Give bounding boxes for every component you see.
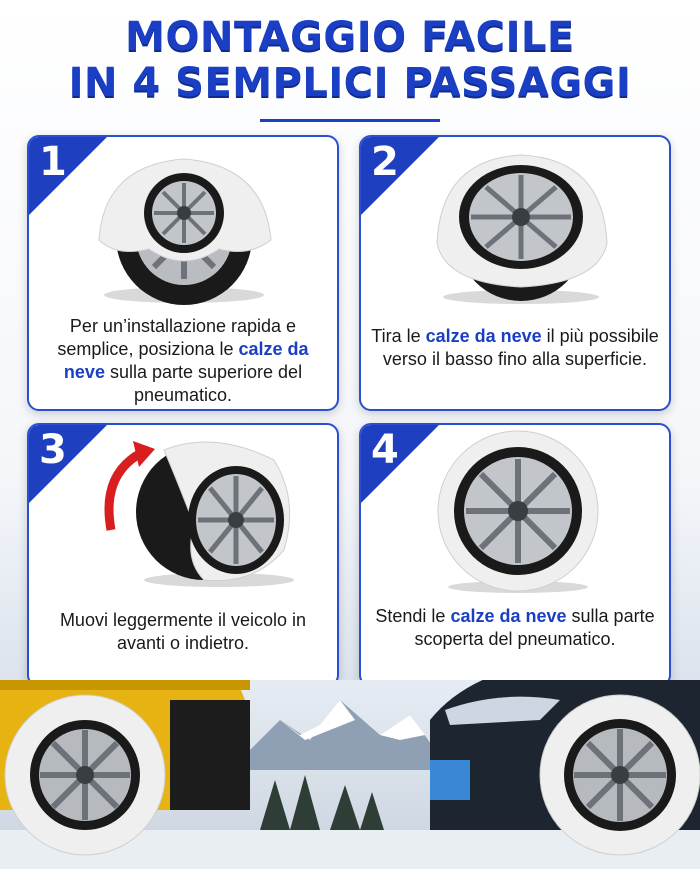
winter-cars-scene	[0, 680, 700, 869]
step-caption: Muovi leggermente il veicolo in avanti o…	[39, 609, 327, 655]
step-number: 1	[39, 139, 67, 185]
caption-highlight: calze da neve	[450, 606, 567, 626]
wheel-sock-rolling-illustration	[136, 441, 294, 587]
caption-text: il più possibile verso il basso fino all…	[382, 326, 659, 369]
step-number-badge	[29, 137, 107, 215]
step-caption: Tira le calze da neve il più possibile v…	[371, 325, 659, 371]
step-caption: Stendi le calze da neve sulla parte scop…	[371, 605, 659, 651]
step-card-4: 4 Stendi le calze da neve sulla parte sc…	[359, 423, 671, 687]
step-number: 2	[371, 139, 399, 185]
wheel-sock-top-illustration	[98, 158, 272, 305]
headline-line1: MONTAGGIO FACILE	[125, 14, 575, 60]
step-number: 4	[371, 427, 399, 473]
caption-text: Per un’installazione rapida e semplice, …	[57, 316, 297, 359]
step-number-badge	[29, 425, 107, 503]
caption-text: Stendi le	[375, 606, 451, 626]
caption-text: Tira le	[371, 326, 426, 346]
headline-line2: IN 4 SEMPLICI PASSAGGI	[68, 60, 632, 106]
caption-text: sulla parte scoperta del pneumatico.	[414, 606, 655, 649]
caption-highlight: calze da neve	[425, 326, 542, 346]
step-caption: Per un’installazione rapida e semplice, …	[39, 315, 327, 407]
caption-text: Muovi leggermente il veicolo in avanti o…	[59, 610, 307, 653]
step-card-2: 2 Tira le calze da neve il più possibile…	[359, 135, 671, 411]
title-divider	[260, 119, 440, 122]
step-card-3: 3 Muovi leggermente il veicolo in avanti…	[27, 423, 339, 687]
step-card-1: 1 Per un’installazione rapida e semplice…	[27, 135, 339, 411]
step-number-badge	[361, 425, 439, 503]
step-number: 3	[39, 427, 67, 473]
step-number-badge	[361, 137, 439, 215]
caption-highlight: calze da neve	[63, 339, 309, 382]
caption-text: sulla parte superiore del pneumatico.	[104, 362, 303, 405]
curved-arrow-icon	[104, 441, 155, 531]
wheel-sock-half-illustration	[436, 154, 608, 304]
wheel-sock-full-illustration	[437, 430, 599, 593]
